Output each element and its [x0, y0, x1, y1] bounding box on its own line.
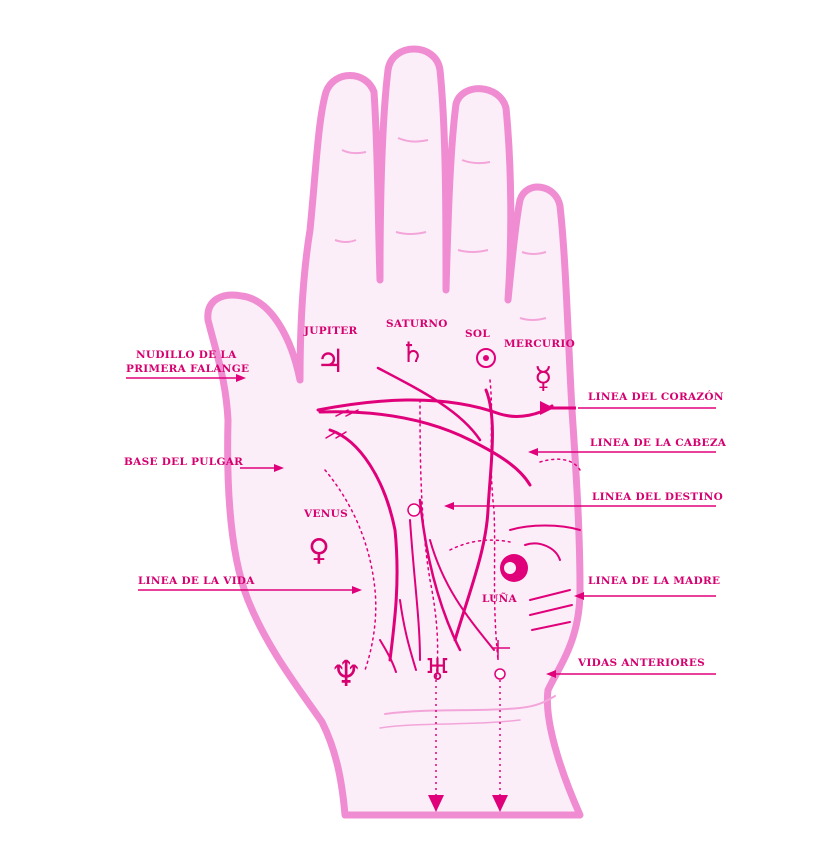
- uranus-symbol-icon: ♅: [424, 653, 451, 688]
- annotation-linea-cabeza: LINEA DE LA CABEZA: [590, 437, 727, 449]
- wrist-ring: [494, 668, 506, 680]
- arrow-linea-destino-head: [444, 502, 454, 510]
- madre-line: [509, 524, 581, 531]
- annotation-vidas-anteriores: VIDAS ANTERIORES: [577, 657, 705, 669]
- annotation-nudillo-1: NUDILLO DE LA: [136, 349, 237, 361]
- saturn-symbol-icon: ♄: [400, 336, 425, 369]
- planet-label-sol: SOL: [465, 328, 490, 340]
- madre-curl: [524, 542, 561, 561]
- arrow-linea-madre-head: [574, 592, 584, 600]
- finger-creases: [334, 137, 547, 321]
- mercury-symbol-icon: ☿: [534, 361, 552, 396]
- palm-lines: [316, 366, 581, 729]
- hand-outline: [204, 45, 584, 819]
- wrist-line-1: [384, 695, 556, 715]
- annotation-linea-vida: LINEA DE LA VIDA: [138, 575, 255, 587]
- annotation-linea-destino: LINEA DEL DESTINO: [592, 491, 723, 503]
- fate-line: [419, 399, 439, 681]
- life-inner: [324, 469, 377, 671]
- wrist-mark: [492, 640, 510, 660]
- fate-strand-3: [429, 539, 495, 651]
- mount-lines-2: [529, 604, 573, 616]
- venus-symbol-icon: ♀: [308, 533, 330, 568]
- planet-label-jupiter: JUPITER: [303, 325, 358, 337]
- down-arrow-head-right: [492, 795, 508, 812]
- planet-label-venus: VENUS: [303, 508, 348, 520]
- arrow-vidas-anteriores-head: [546, 670, 556, 678]
- annotation-linea-corazon: LINEA DEL CORAZÓN: [588, 389, 724, 403]
- life-line: [328, 428, 399, 662]
- heart-line: [316, 398, 554, 418]
- arrow-nudillo-head: [236, 374, 246, 382]
- fate-strand-4: [399, 599, 417, 671]
- down-arrows: [435, 680, 501, 800]
- line-branch: [376, 366, 482, 442]
- destiny-line: [453, 388, 494, 642]
- luna-curve: [449, 539, 511, 551]
- planet-label-saturno: SATURNO: [386, 318, 448, 330]
- arrow-linea-cabeza-head: [528, 448, 538, 456]
- wrist-line-2: [379, 719, 521, 729]
- sol-ring: [476, 348, 496, 368]
- sol-dot: [483, 355, 489, 361]
- jupiter-symbol-icon: ♃: [316, 342, 345, 380]
- annotation-nudillo-2: PRIMERA FALANGE: [126, 363, 249, 375]
- annotation-linea-madre: LINEA DE LA MADRE: [588, 575, 720, 587]
- side-dots: [539, 458, 581, 471]
- annotation-base-pulgar: BASE DEL PULGAR: [124, 456, 243, 468]
- head-line: [318, 410, 532, 487]
- jupiter-marks: [325, 409, 359, 439]
- down-arrow-head-left: [428, 795, 444, 812]
- mount-lines-3: [531, 621, 571, 631]
- fate-strand-5: [379, 639, 397, 673]
- luna-eye-inner: [504, 562, 516, 574]
- fate-strand-1: [418, 498, 462, 652]
- fate-ring: [407, 503, 421, 517]
- fate-strand-2: [409, 519, 421, 661]
- arrow-linea-vida-head: [352, 586, 362, 594]
- mount-lines-1: [529, 589, 571, 601]
- arrow-base-pulgar-head: [274, 464, 284, 472]
- planet-label-mercurio: MERCURIO: [504, 338, 575, 350]
- neptune-symbol-icon: ♆: [330, 654, 362, 695]
- planet-label-luna: LUÑA: [482, 591, 517, 605]
